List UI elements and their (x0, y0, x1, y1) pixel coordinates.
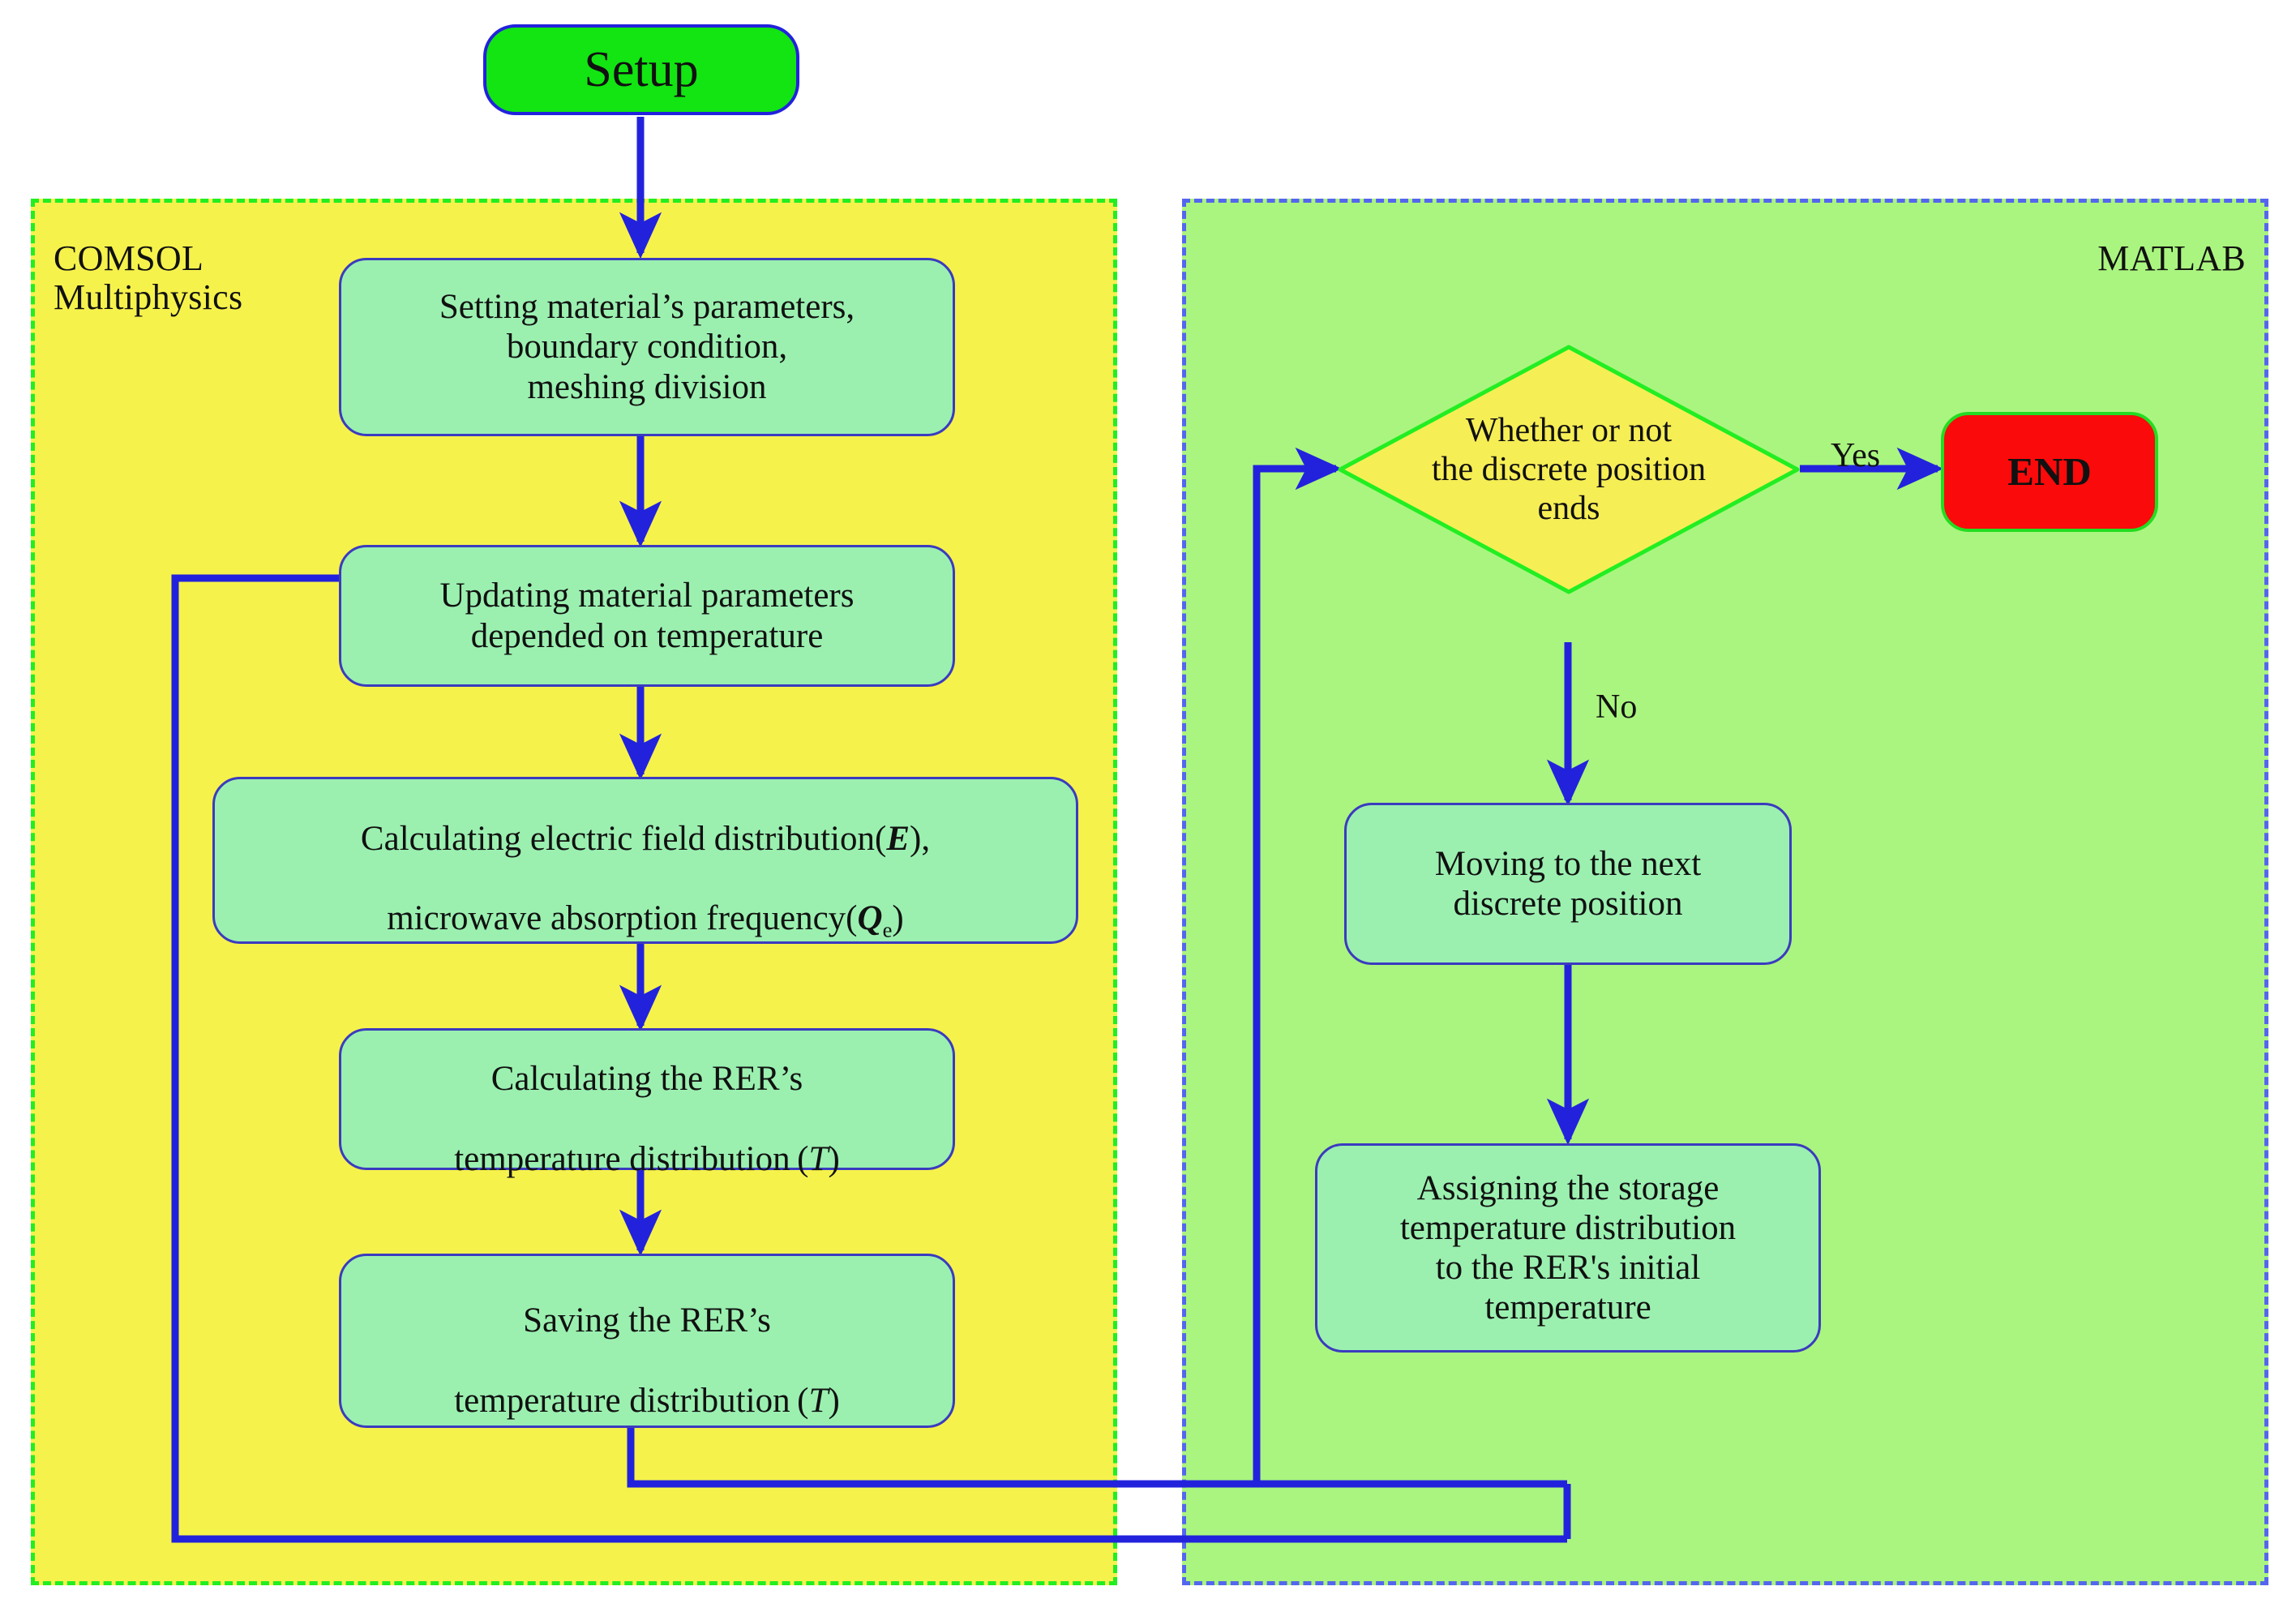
node-calculating-field[interactable]: Calculating electric field distribution(… (212, 777, 1078, 944)
node-setup[interactable]: Setup (483, 24, 799, 115)
calc-temp-line1: Calculating the RER’s (490, 1060, 803, 1099)
field-line2-a: microwave absorption frequency( (387, 898, 858, 937)
field-line1-b: ), (910, 819, 931, 858)
node-calculating-temperature[interactable]: Calculating the RER’s temperature distri… (339, 1028, 955, 1178)
save-temp-line1: Saving the RER’s (523, 1301, 771, 1340)
calc-temp-symbol-T: T (808, 1139, 829, 1178)
node-end-label: END (2007, 449, 2092, 495)
field-symbol-Q-subscript: e (882, 917, 893, 942)
node-assigning-storage[interactable]: Assigning the storage temperature distri… (1315, 1143, 1821, 1353)
save-temp-line2-a: temperature distribution ( (454, 1381, 809, 1420)
panel-comsol-label: COMSOL Multiphysics (54, 238, 243, 317)
node-decision-discrete-position[interactable]: Whether or not the discrete position end… (1334, 341, 1804, 598)
panel-matlab-label: MATLAB (2097, 238, 2246, 278)
node-moving-next-position-label: Moving to the next discrete position (1434, 844, 1702, 923)
calc-temp-line2-b: ) (828, 1139, 840, 1178)
node-updating-material-label: Updating material parameters depended on… (439, 577, 855, 655)
node-calculating-field-label: Calculating electric field distribution(… (361, 779, 930, 942)
node-updating-material[interactable]: Updating material parameters depended on… (339, 545, 955, 687)
node-setup-label: Setup (584, 41, 699, 97)
node-saving-temperature[interactable]: Saving the RER’s temperature distributio… (339, 1254, 955, 1428)
save-temp-line2-b: ) (828, 1381, 840, 1420)
node-moving-next-position[interactable]: Moving to the next discrete position (1344, 803, 1792, 965)
node-saving-temperature-label: Saving the RER’s temperature distributio… (454, 1261, 840, 1420)
node-end[interactable]: END (1941, 412, 2158, 532)
field-line1-a: Calculating electric field distribution( (360, 819, 887, 858)
node-assigning-storage-label: Assigning the storage temperature distri… (1399, 1168, 1737, 1327)
node-decision-label: Whether or not the discrete position end… (1431, 411, 1707, 528)
edge-label-yes: Yes (1831, 437, 1881, 474)
node-setting-material[interactable]: Setting material’s parameters, boundary … (339, 258, 955, 436)
save-temp-symbol-T: T (808, 1381, 829, 1420)
node-calculating-temperature-label: Calculating the RER’s temperature distri… (454, 1019, 840, 1178)
field-symbol-Q: Q (857, 898, 883, 937)
field-symbol-E: E (886, 819, 910, 858)
field-line2-b: ) (892, 898, 904, 937)
calc-temp-line2-a: temperature distribution ( (454, 1139, 809, 1178)
edge-label-no: No (1596, 688, 1638, 726)
node-setting-material-label: Setting material’s parameters, boundary … (439, 288, 855, 406)
decision-diamond-shape (1338, 345, 1800, 594)
